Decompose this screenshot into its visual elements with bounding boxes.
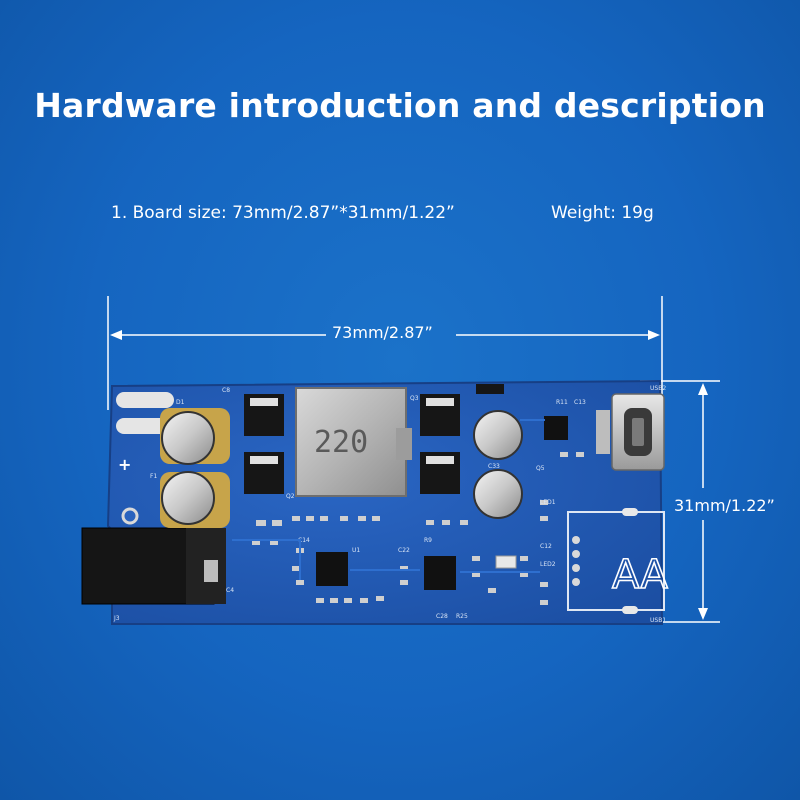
width-dimension-label: 73mm/2.87” <box>332 323 433 342</box>
label-c4: C4 <box>226 587 234 594</box>
label-f1: F1 <box>150 473 157 480</box>
mount-hole <box>121 507 139 525</box>
label-led2: LED2 <box>540 561 556 568</box>
width-arrow-left <box>110 330 122 340</box>
label-led1: LED1 <box>540 499 556 506</box>
mount-slot-bottom <box>116 418 174 434</box>
usb-c-port <box>596 393 665 471</box>
label-c22: C22 <box>398 547 410 554</box>
capacitor-4 <box>473 469 523 519</box>
ic-u1 <box>316 552 348 586</box>
label-q3: Q3 <box>410 395 419 402</box>
label-u1: U1 <box>352 547 360 554</box>
pcb-board: + J3 D1 C8 F1 C33 Q2 Q3 Q5 <box>81 379 669 625</box>
mosfet-q4 <box>420 452 460 494</box>
smd-components <box>252 452 584 605</box>
mount-slot-top <box>116 392 174 408</box>
label-c33: C33 <box>488 463 500 470</box>
label-c14: C14 <box>298 537 310 544</box>
height-dimension-label: 31mm/1.22” <box>674 496 775 515</box>
pcb-traces <box>232 419 545 580</box>
mosfet-q1 <box>244 394 284 436</box>
capacitor-2 <box>160 471 230 528</box>
silkscreen-aa: AA <box>612 552 668 598</box>
usb-a-footprint: AA <box>567 508 669 614</box>
label-r9: R9 <box>424 537 432 544</box>
dc-jack-pin <box>204 560 218 582</box>
crystal <box>495 555 517 569</box>
label-r25: R25 <box>456 613 468 620</box>
height-arrow-top <box>698 383 708 395</box>
label-j3: J3 <box>113 615 120 622</box>
width-arrow-right <box>648 330 660 340</box>
label-usb2: USB2 <box>650 385 666 392</box>
page-title: Hardware introduction and description <box>34 86 766 125</box>
resistor-top <box>476 384 504 394</box>
mosfet-q2 <box>244 452 284 494</box>
label-d1: D1 <box>176 399 185 406</box>
width-dimension <box>107 296 663 410</box>
label-c8: C8 <box>222 387 230 394</box>
ic-u3 <box>544 416 568 440</box>
label-usb1: USB1 <box>650 617 666 624</box>
label-c13: C13 <box>574 399 586 406</box>
height-arrow-bottom <box>698 608 708 620</box>
pcb-substrate <box>106 379 664 625</box>
label-c28: C28 <box>436 613 448 620</box>
label-q2: Q2 <box>286 493 295 500</box>
label-c12: C12 <box>540 543 552 550</box>
capacitor-3 <box>473 410 523 460</box>
inductor-marking: 220 <box>314 425 368 460</box>
inductor: 220 <box>295 387 412 497</box>
weight-spec: Weight: 19g <box>551 203 654 223</box>
label-q5: Q5 <box>536 465 545 472</box>
capacitor-1 <box>160 408 230 465</box>
mosfet-q3 <box>420 394 460 436</box>
label-r11: R11 <box>556 399 568 406</box>
board-size-spec: 1. Board size: 73mm/2.87”*31mm/1.22” <box>111 203 455 223</box>
ic-u2 <box>424 556 456 590</box>
silkscreen-plus: + <box>118 455 131 474</box>
